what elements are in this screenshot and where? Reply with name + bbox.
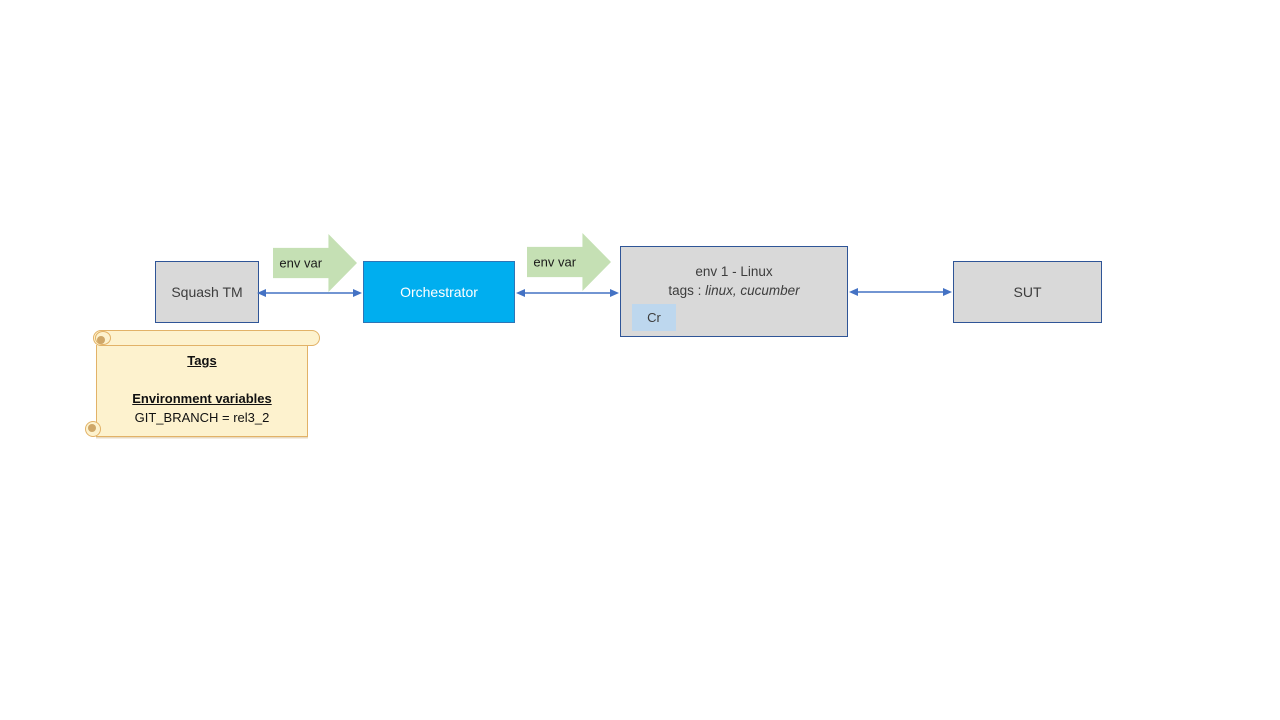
connector-squash-orchestrator [256,287,363,299]
node-orchestrator-label: Orchestrator [400,284,478,300]
double-arrow-icon [257,289,362,297]
double-arrow-icon [516,289,619,297]
scroll-curl-bottom-icon [85,421,101,437]
env-var-arrow-1-label: env var [279,255,323,271]
node-env-1-linux: env 1 - Linux tags : linux, cucumber Cr [620,246,848,337]
env-tags-line: tags : linux, cucumber [668,281,799,300]
env-tags-value: linux, cucumber [705,283,800,298]
note-value: GIT_BRANCH = rel3_2 [134,410,270,425]
note-spacer [96,370,308,389]
env-var-arrow-2: env var [527,233,611,291]
connector-env-sut [848,286,953,298]
env-title: env 1 - Linux [695,264,773,279]
node-squash-tm: Squash TM [155,261,259,323]
node-sut: SUT [953,261,1102,323]
env-tags-prefix: tags : [668,283,706,298]
note-scroll-top-roll [93,330,320,346]
node-squash-tm-label: Squash TM [171,284,243,300]
note-subtitle: Environment variables [132,391,272,406]
cr-badge-label: Cr [647,310,661,325]
connector-orchestrator-env [515,287,620,299]
double-arrow-icon [849,288,952,296]
note-title: Tags [187,353,217,368]
note-scroll-body [96,345,308,437]
note-scroll: Tags Environment variables GIT_BRANCH = … [85,329,321,438]
env-var-arrow-1: env var [273,234,357,292]
node-sut-label: SUT [1013,284,1042,300]
cr-badge: Cr [632,304,676,331]
scroll-curl-top-icon [95,331,111,345]
env-var-arrow-2-label: env var [533,254,577,270]
note-content: Tags Environment variables GIT_BRANCH = … [96,351,308,427]
node-orchestrator: Orchestrator [363,261,515,323]
